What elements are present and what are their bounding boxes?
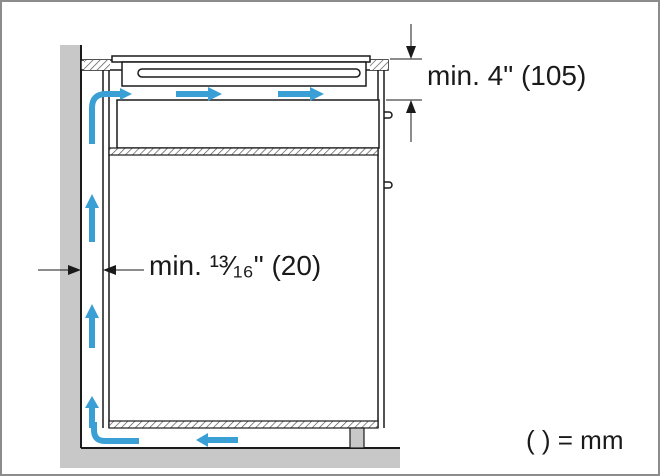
unit-note-label: ( ) = mm bbox=[526, 425, 624, 455]
airflow-arrow-icon bbox=[278, 87, 324, 101]
airflow-arrows bbox=[85, 87, 324, 447]
airflow-arrow-icon bbox=[176, 87, 222, 101]
airflow-arrow-icon bbox=[91, 422, 139, 444]
cabinet bbox=[102, 70, 393, 449]
wall bbox=[60, 45, 400, 468]
dimension-arrow-icon bbox=[68, 265, 81, 275]
dimension-arrow-icon bbox=[406, 100, 416, 113]
top-clearance-label: min. 4" (105) bbox=[427, 60, 587, 91]
airflow-arrow-icon bbox=[85, 304, 99, 348]
airflow-arrow-icon bbox=[196, 433, 238, 447]
airflow-arrow-icon bbox=[89, 88, 132, 144]
top-clearance-dimension bbox=[386, 24, 422, 142]
airflow-arrow-icon bbox=[85, 396, 99, 428]
dimension-arrow-icon bbox=[406, 46, 416, 59]
side-clearance-label: min. ¹³⁄₁₆" (20) bbox=[149, 250, 322, 281]
cooktop bbox=[111, 55, 371, 87]
airflow-arrow-icon bbox=[85, 194, 99, 242]
dimension-arrow-icon bbox=[103, 265, 116, 275]
side-clearance-dimension bbox=[38, 265, 144, 275]
